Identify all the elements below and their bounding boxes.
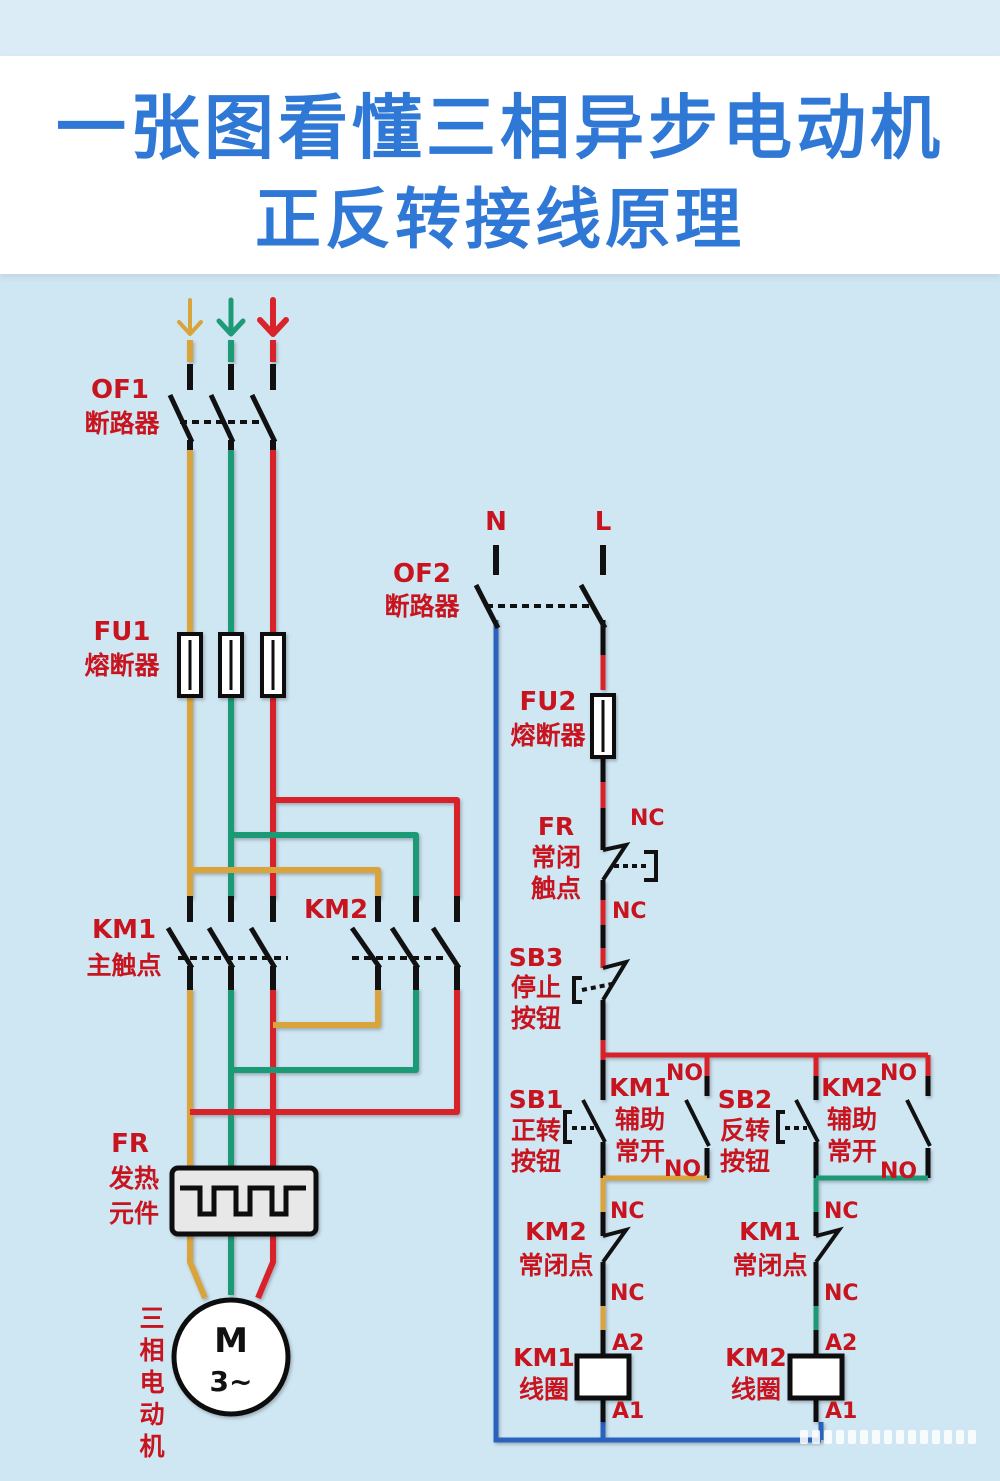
top-background — [0, 0, 1000, 60]
motor-phase-text: 3~ — [210, 1365, 253, 1398]
title-line-1: 一张图看懂三相异步电动机 — [56, 87, 944, 169]
km2-aux-name-line1: 辅助 — [827, 1105, 877, 1134]
qf2-name: 断路器 — [384, 592, 460, 621]
km1-nc-name: 常闭点 — [732, 1251, 807, 1280]
sb3-stop-button — [572, 958, 631, 1004]
km1-aux-name-line2: 常开 — [615, 1137, 665, 1166]
phase-l1-arrow-icon — [177, 298, 203, 336]
fu1-code: FU1 — [94, 617, 151, 647]
km1-coil-a1-label: A1 — [612, 1399, 644, 1424]
control-line-wires — [600, 620, 931, 1422]
km2-aux-no-contact — [905, 1099, 932, 1147]
km2-nc-code: KM2 — [525, 1217, 587, 1246]
km2-coil-a1-label: A1 — [825, 1399, 857, 1424]
control-terminals — [493, 545, 606, 575]
phase-l3-arrow-icon — [257, 297, 289, 337]
motor-name-char-3: 电 — [139, 1368, 164, 1397]
phase-l2-arrow-icon — [216, 297, 246, 337]
km1-aux-no-contact — [684, 1099, 711, 1147]
qf1-breaker-switch — [167, 393, 278, 444]
fr-name-line2: 元件 — [109, 1199, 159, 1228]
sb1-name-line2: 按钮 — [511, 1147, 561, 1176]
km2-nc-top-label: NC — [610, 1199, 645, 1224]
fr-name-line1: 发热 — [108, 1164, 159, 1193]
km1-main-code: KM1 — [92, 915, 156, 945]
km1-nc-code: KM1 — [739, 1217, 801, 1246]
sb1-forward-button — [563, 1099, 607, 1144]
sb2-name-line1: 反转 — [720, 1116, 770, 1145]
neutral-wire — [493, 620, 824, 1443]
qf2-breaker-switch — [473, 583, 608, 630]
km1-aux-no-top-label: NO — [666, 1061, 703, 1086]
km2-coil — [787, 1353, 845, 1401]
km2-aux-name-line2: 常开 — [827, 1137, 877, 1166]
km1-coil-a2-label: A2 — [612, 1331, 644, 1356]
km2-main-code: KM2 — [304, 895, 368, 925]
fr-nc-top-label: NC — [630, 806, 665, 831]
sb3-code: SB3 — [509, 943, 563, 972]
km2-nc-interlock — [601, 1226, 631, 1264]
fu2-name: 熔断器 — [510, 721, 586, 750]
n-terminal-label: N — [485, 507, 507, 537]
motor-name-char-4: 动 — [139, 1400, 164, 1429]
sb1-name-line1: 正转 — [511, 1116, 561, 1145]
km2-coil-a2-label: A2 — [825, 1331, 857, 1356]
qf1-name: 断路器 — [84, 409, 160, 438]
km1-main-name: 主触点 — [86, 951, 161, 980]
km1-coil-code: KM1 — [513, 1343, 575, 1372]
fu1-name: 熔断器 — [84, 651, 160, 680]
fu1-fuses — [177, 632, 286, 698]
fr-heating-element — [169, 1165, 319, 1237]
km1-main-contacts — [165, 926, 288, 970]
sb3-name-line2: 按钮 — [511, 1004, 561, 1033]
km1-nc-bottom-label: NC — [824, 1281, 859, 1306]
km1-coil — [574, 1353, 632, 1401]
km1-aux-no-bottom-label: NO — [664, 1157, 701, 1182]
fr-contact-code: FR — [538, 812, 574, 841]
motor-name-char-2: 相 — [139, 1336, 164, 1365]
motor-symbol-letter: M — [214, 1321, 248, 1361]
km2-nc-name: 常闭点 — [518, 1251, 593, 1280]
title-line-2: 正反转接线原理 — [255, 181, 745, 258]
l-terminal-label: L — [595, 507, 612, 537]
sb2-reverse-button — [776, 1099, 820, 1144]
km1-aux-code: KM1 — [609, 1073, 671, 1102]
km1-aux-name-line1: 辅助 — [615, 1105, 665, 1134]
motor-symbol — [171, 1297, 291, 1417]
fu2-code: FU2 — [520, 687, 577, 717]
km1-nc-interlock — [814, 1226, 844, 1264]
km2-coil-code: KM2 — [725, 1343, 787, 1372]
km2-coil-name: 线圈 — [731, 1375, 781, 1404]
fr-contact-name-line1: 常闭 — [531, 843, 581, 872]
fr-contact-name-line2: 触点 — [531, 874, 581, 903]
km2-aux-no-bottom-label: NO — [880, 1159, 917, 1184]
title-banner — [0, 56, 1000, 274]
page-indicator-icon — [800, 1430, 976, 1444]
sb3-name-line1: 停止 — [511, 973, 561, 1002]
km1-nc-top-label: NC — [824, 1199, 859, 1224]
km2-aux-code: KM2 — [821, 1073, 883, 1102]
main-phase-wires — [187, 340, 460, 1300]
qf2-code: OF2 — [393, 559, 451, 589]
fu2-fuse — [590, 693, 616, 759]
km2-aux-no-top-label: NO — [880, 1061, 917, 1086]
km2-main-contacts — [349, 926, 462, 970]
sb2-code: SB2 — [718, 1085, 772, 1114]
km1-coil-name: 线圈 — [519, 1375, 569, 1404]
main-contact-stubs — [187, 364, 460, 990]
fr-nc-bottom-label: NC — [612, 899, 647, 924]
motor-name-char-1: 三 — [139, 1304, 164, 1333]
fr-nc-contact — [601, 842, 658, 882]
sb1-code: SB1 — [509, 1085, 563, 1114]
km2-nc-bottom-label: NC — [610, 1281, 645, 1306]
fr-code: FR — [111, 1129, 149, 1159]
qf1-code: OF1 — [91, 375, 149, 405]
sb2-name-line2: 按钮 — [720, 1147, 770, 1176]
motor-name-char-5: 机 — [139, 1432, 164, 1461]
